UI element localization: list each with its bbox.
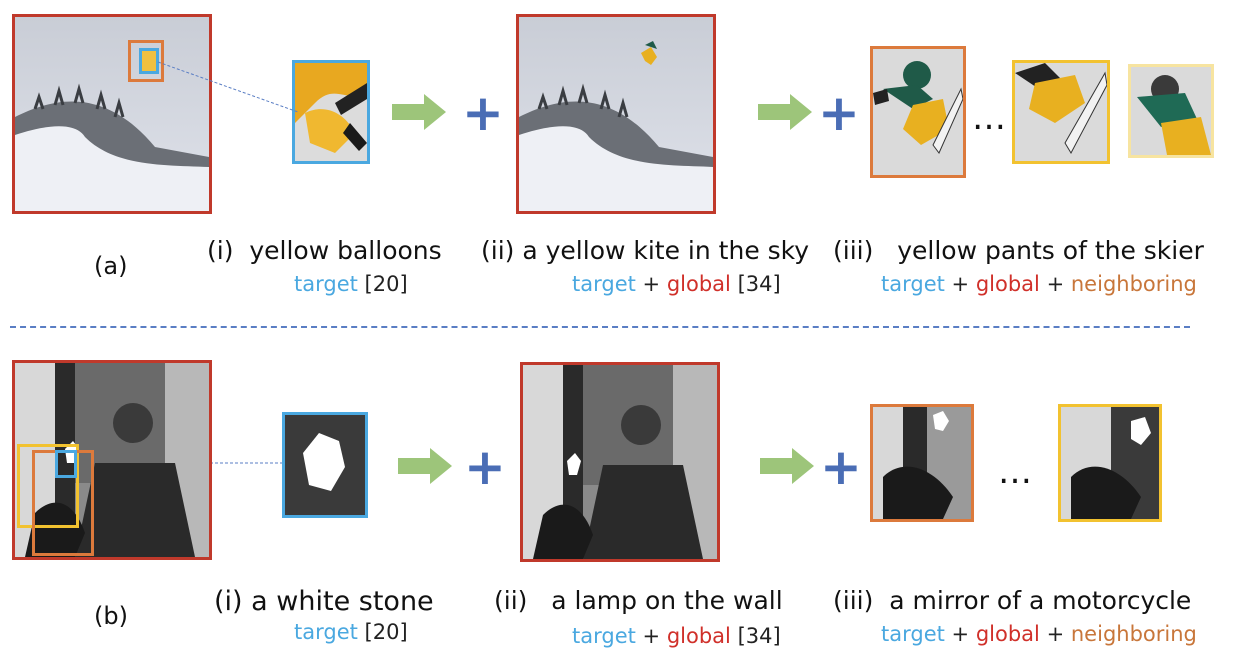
target-box-blue	[139, 48, 159, 74]
neighbor-box-orange	[128, 40, 164, 82]
neighbor-crop-skier-pale	[1128, 64, 1214, 158]
neighbor-crop-mirror-orange	[870, 404, 974, 522]
subcaption-b-i: target [20]	[294, 620, 408, 644]
plus-icon: +	[464, 438, 506, 496]
mirror-crop-2	[1061, 407, 1159, 519]
global-image-man-phone	[12, 360, 212, 560]
caption-a-ii: (ii) a yellow kite in the sky	[481, 236, 810, 265]
neighbor-box-yellow	[17, 444, 79, 528]
ellipsis: …	[998, 452, 1034, 492]
neighbor-crop-skier-yellow	[1012, 60, 1110, 164]
subcaption-a-ii: target + global [34]	[572, 272, 781, 296]
arrow-right-icon	[398, 448, 452, 484]
target-box-blue	[55, 450, 77, 478]
ski-slope-scene	[15, 17, 209, 211]
caption-a-iii: (iii) yellow pants of the skier	[833, 236, 1204, 265]
target-crop-white-stone	[282, 412, 368, 518]
section-divider	[10, 326, 1190, 328]
ellipsis: …	[972, 98, 1008, 138]
mirror-crop	[873, 407, 971, 519]
subcaption-b-iii: target + global + neighboring	[881, 622, 1197, 646]
caption-b-i: (i) a white stone	[214, 586, 434, 617]
subcaption-a-i: target [20]	[294, 272, 408, 296]
arrow-right-icon	[392, 94, 446, 130]
subcaption-b-ii: target + global [34]	[572, 624, 781, 648]
neighbor-crop-mirror-yellow	[1058, 404, 1162, 522]
row-label-b: (b)	[94, 602, 128, 630]
arrow-right-icon	[760, 448, 814, 484]
caption-b-iii: (iii) a mirror of a motorcycle	[833, 586, 1192, 615]
neighbor-crop-skier-orange	[870, 46, 966, 178]
ski-jump-scene	[519, 17, 713, 211]
skier-crop-3	[1131, 67, 1211, 155]
skier-crop	[873, 49, 963, 175]
global-image-wall	[520, 362, 720, 562]
global-image-sky	[516, 14, 716, 214]
yellow-pants-crop	[295, 63, 367, 161]
subcaption-a-iii: target + global + neighboring	[881, 272, 1197, 296]
skier-crop-2	[1015, 63, 1107, 161]
white-stone-crop	[285, 415, 365, 515]
man-phone-scene	[15, 363, 209, 557]
global-image-ski-slope	[12, 14, 212, 214]
target-crop-yellow-pants	[292, 60, 370, 164]
caption-b-ii: (ii) a lamp on the wall	[494, 586, 783, 615]
caption-a-i: (i) yellow balloons	[207, 236, 442, 265]
plus-icon: +	[462, 84, 504, 142]
row-label-a: (a)	[94, 252, 128, 280]
arrow-right-icon	[758, 94, 812, 130]
plus-icon: +	[820, 438, 862, 496]
plus-icon: +	[818, 84, 860, 142]
man-phone-scene-2	[523, 365, 717, 559]
